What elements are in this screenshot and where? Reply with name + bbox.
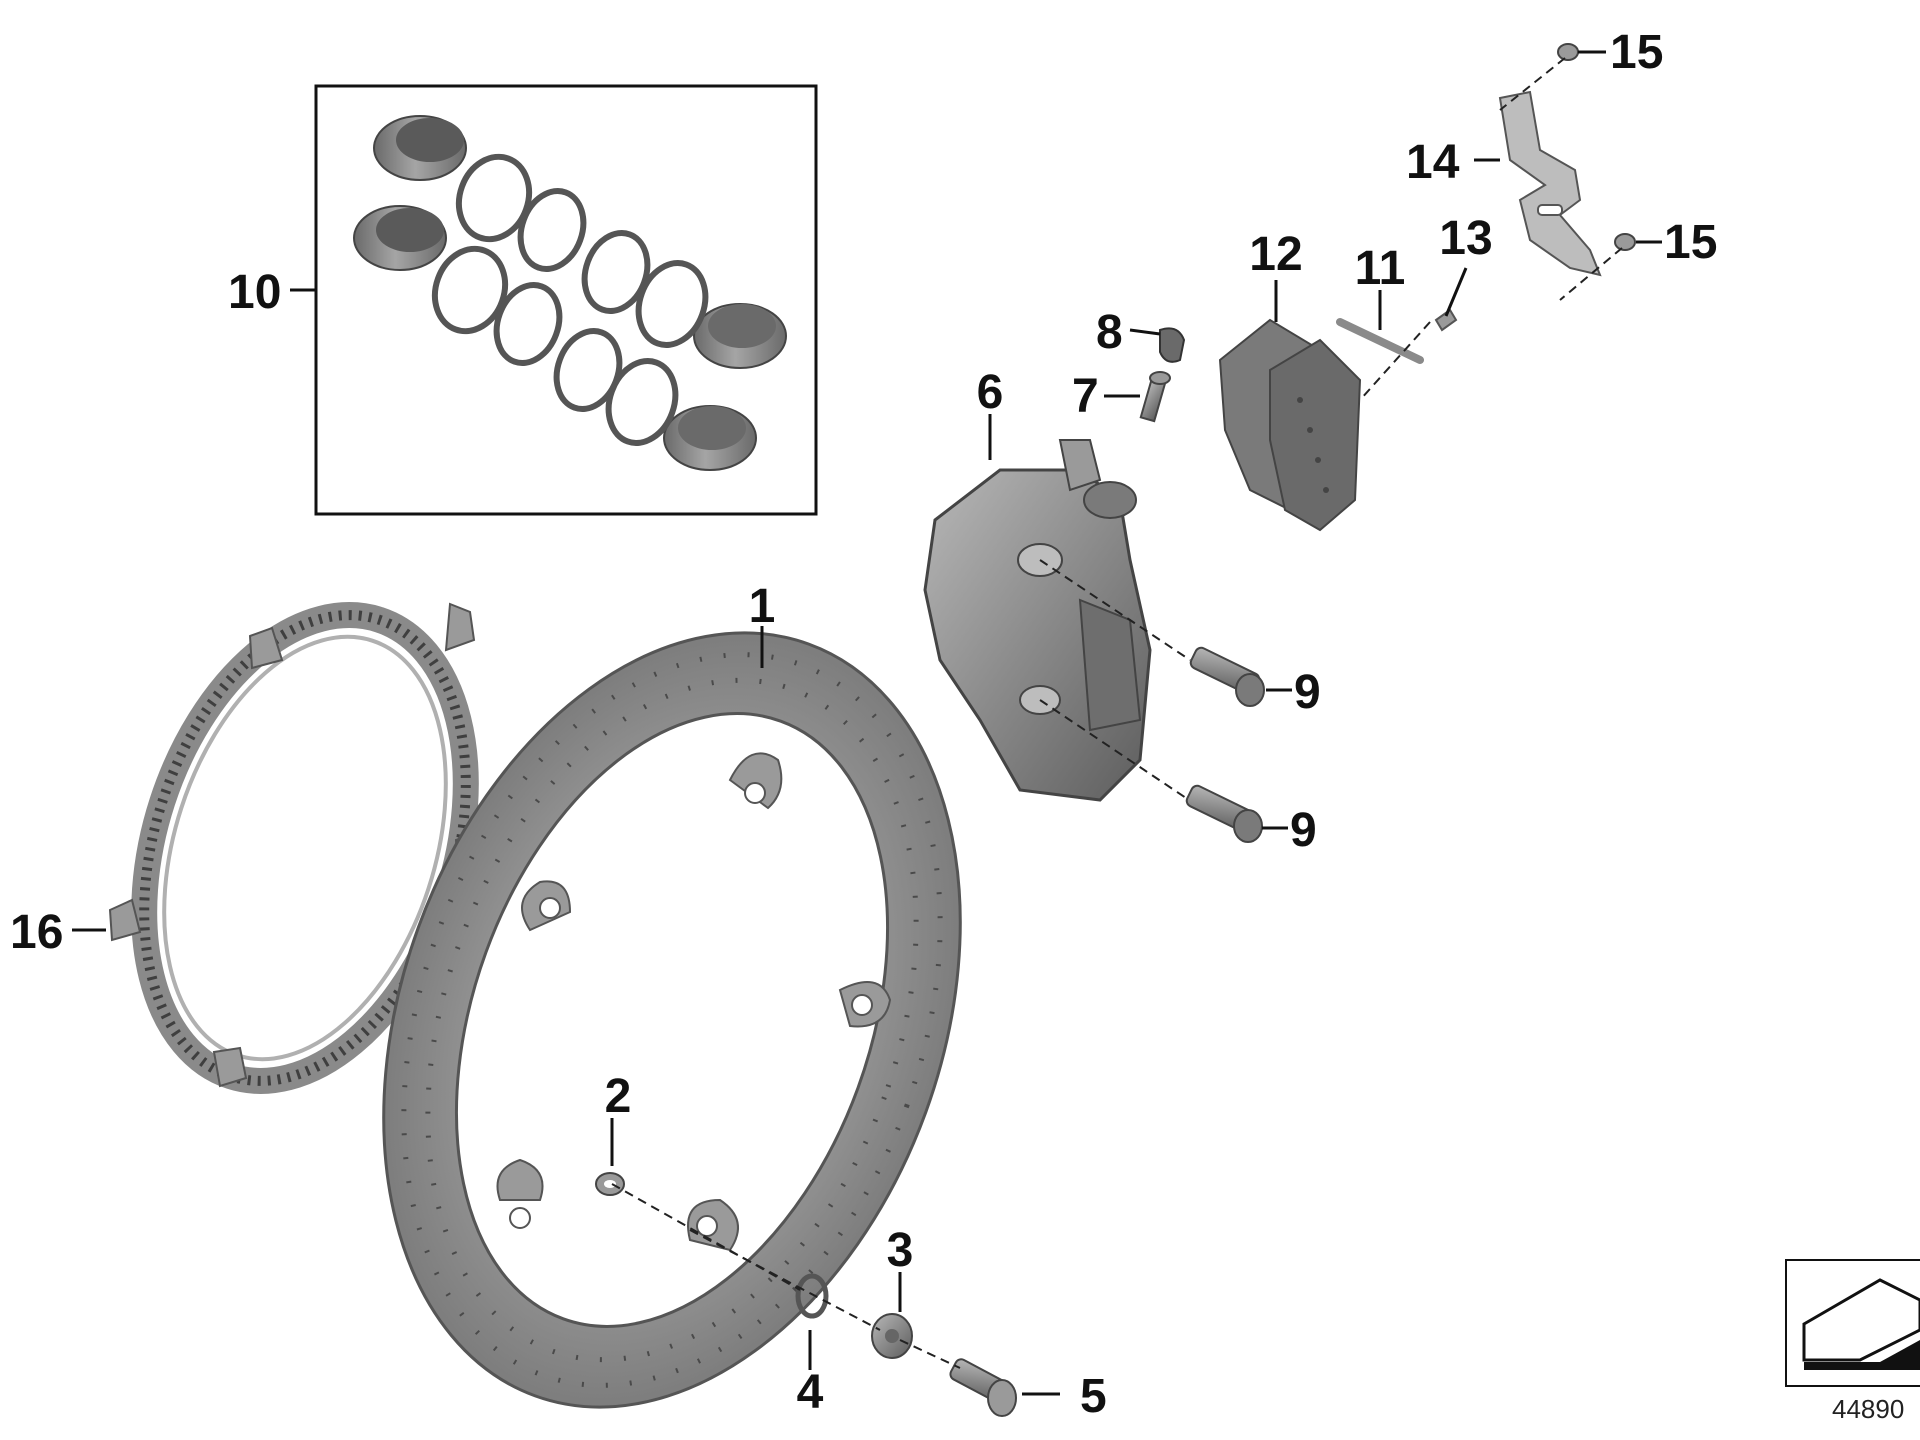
callout-15-upper: 15 <box>1610 26 1663 79</box>
seal-ring <box>635 260 709 348</box>
abs-sensor-ring <box>108 602 480 1094</box>
seal-kit-group <box>314 84 818 516</box>
pad-pin <box>1336 318 1424 364</box>
brake-disc <box>382 631 962 1409</box>
caliper-bolt-lower <box>1185 784 1263 843</box>
disc-bolt <box>949 1358 1017 1417</box>
seal-rings <box>431 153 709 446</box>
seal-ring <box>581 230 651 314</box>
seal-ring <box>605 358 679 446</box>
callout-1: 1 <box>749 580 776 633</box>
piston <box>693 303 787 369</box>
callout-8: 8 <box>1096 306 1123 359</box>
brake-pads <box>1218 318 1362 532</box>
callout-12: 12 <box>1249 228 1302 281</box>
callout-4: 4 <box>797 1366 824 1419</box>
leader-lines <box>72 50 1662 1396</box>
piston <box>373 115 467 181</box>
screw-upper <box>1557 43 1579 61</box>
disc-spacer <box>595 1172 625 1196</box>
brake-caliper <box>923 439 1152 802</box>
reference-number: 44890 <box>1832 1394 1904 1424</box>
callout-9-upper: 9 <box>1294 666 1321 719</box>
seal-ring <box>493 282 563 366</box>
retaining-plate <box>1498 90 1602 277</box>
callout-13: 13 <box>1439 212 1492 265</box>
seal-kit-frame <box>314 84 818 516</box>
caliper-bolt-upper <box>1189 646 1265 707</box>
assembly-lines <box>611 57 1623 1369</box>
bleeder-cap <box>1159 327 1186 363</box>
piston <box>353 205 447 271</box>
screw-lower <box>1614 233 1636 251</box>
callout-3: 3 <box>887 1224 914 1277</box>
seal-ring <box>517 188 587 272</box>
callout-2: 2 <box>605 1070 632 1123</box>
seal-ring <box>431 245 509 335</box>
reference-arrow-icon <box>1802 1278 1920 1362</box>
piston <box>663 405 757 471</box>
bleeder-valve <box>1139 371 1171 423</box>
callout-labels: 1 2 3 4 5 6 7 8 9 9 10 11 12 13 14 15 15… <box>10 26 1717 1423</box>
spring-clip <box>1434 308 1458 332</box>
callout-10: 10 <box>228 266 281 319</box>
disc-washer <box>871 1313 913 1359</box>
callout-6: 6 <box>977 366 1004 419</box>
callout-7: 7 <box>1072 370 1099 423</box>
reference-base-icon <box>1804 1340 1920 1370</box>
callout-11: 11 <box>1355 242 1406 295</box>
seal-ring <box>553 328 623 412</box>
callout-5: 5 <box>1080 1370 1107 1423</box>
callout-14: 14 <box>1406 136 1460 189</box>
callout-16: 16 <box>10 906 63 959</box>
callout-9-lower: 9 <box>1290 804 1317 857</box>
washer-ring <box>795 1273 829 1319</box>
callout-15-lower: 15 <box>1664 216 1717 269</box>
reference-box: 44890 <box>1785 1259 1920 1424</box>
